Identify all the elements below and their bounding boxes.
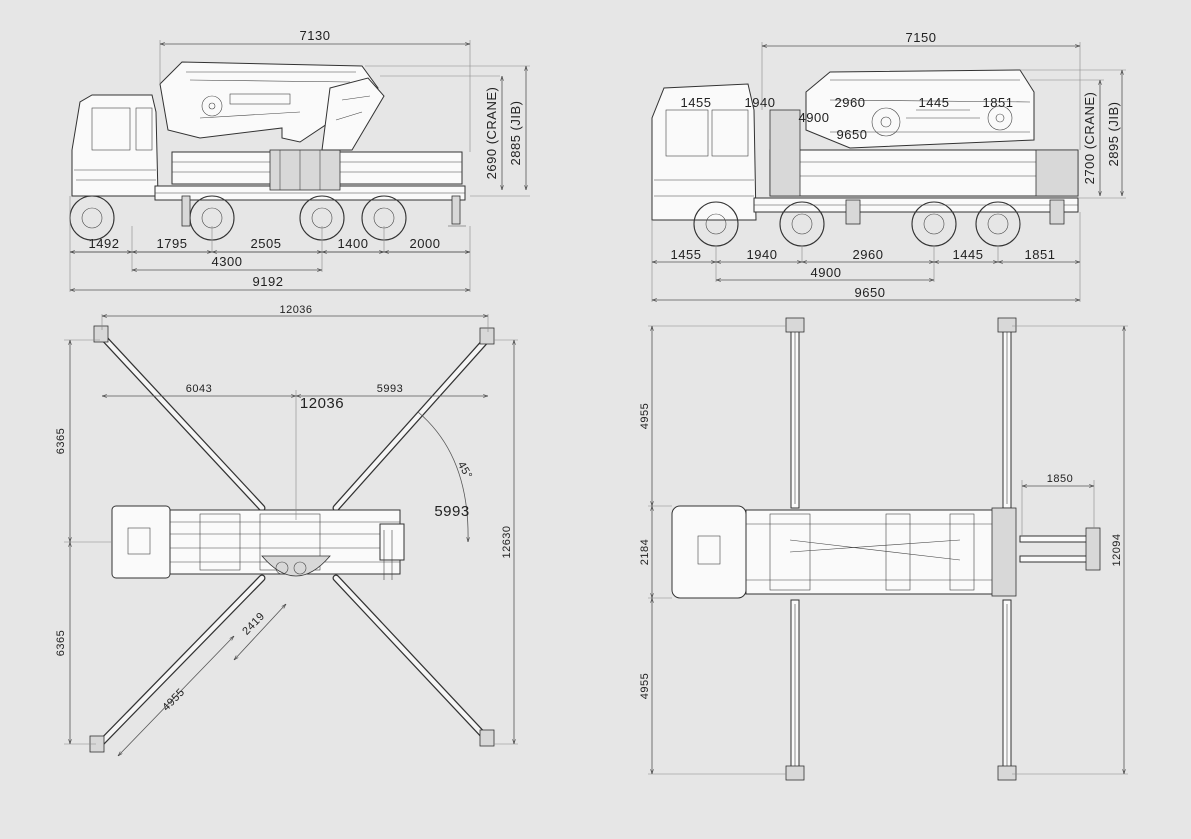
- dim-left-reach: 6043: [186, 383, 212, 395]
- truck-side-right-drawing: [651, 69, 1079, 247]
- dim-span-mid: 4300: [212, 254, 243, 269]
- angle-label: 45°: [455, 460, 474, 482]
- dim-height-jib: 2885 (JIB): [508, 101, 523, 166]
- dim-overall-bottom: 9192: [253, 274, 284, 289]
- truck-plan-left-drawing: [111, 505, 405, 580]
- dim-seg-right-2: 1940: [747, 247, 778, 262]
- dim-span-mid-right: 4900: [811, 265, 842, 280]
- dim-upper-height-right: 4955: [639, 403, 651, 429]
- dim-total-height: 12630: [501, 525, 513, 558]
- dim-right-reach: 5993: [377, 383, 403, 395]
- radius-label-5993: 5993: [434, 503, 469, 520]
- dim-seg-right-4: 1445: [953, 247, 984, 262]
- dim-mid-height-right: 2184: [639, 539, 651, 565]
- dim-lower-height-right: 4955: [639, 673, 651, 699]
- dim-seg-1: 1492: [89, 236, 120, 251]
- dim-overall-bottom-right: 9650: [855, 285, 886, 300]
- dim-leg-outer: 4955: [160, 686, 187, 713]
- dim-overall-top-right: 7150: [906, 30, 937, 45]
- dim-leg-inner: 2419: [240, 610, 267, 637]
- truck-side-left-drawing: [69, 61, 466, 241]
- dim-overall-top: 7130: [300, 28, 331, 43]
- dim-plan-top-width: 12036: [279, 304, 312, 316]
- inner-label-9650: 9650: [837, 127, 868, 142]
- dim-seg-right-5: 1851: [1025, 247, 1056, 262]
- dim-seg-2: 1795: [157, 236, 188, 251]
- side-view-left: 7130 2690 (CRANE) 2885 (JIB) 1492 1795 2…: [69, 28, 530, 292]
- plan-view-left: 12036 6043 5993 12036 45° 5993 6365 6365…: [55, 304, 518, 756]
- dim-seg-5: 2000: [410, 236, 441, 251]
- dim-total-height-right: 12094: [1111, 533, 1123, 566]
- inner-label-2960: 2960: [835, 95, 866, 110]
- dim-rear-offset: 1850: [1047, 473, 1073, 485]
- plan-view-right: 4955 2184 4955 12094 1850: [639, 317, 1128, 781]
- dim-seg-3: 2505: [251, 236, 282, 251]
- truck-plan-right-drawing: [671, 505, 1017, 599]
- dim-height-crane: 2690 (CRANE): [484, 87, 499, 180]
- dim-seg-right-3: 2960: [853, 247, 884, 262]
- inner-label-4900: 4900: [799, 110, 830, 125]
- dim-height-jib-right: 2895 (JIB): [1106, 102, 1121, 167]
- inner-label-1455: 1455: [681, 95, 712, 110]
- side-view-right: 1455 1940 2960 4900 9650 1445 1851 7150 …: [651, 30, 1126, 302]
- dim-seg-right-1: 1455: [671, 247, 702, 262]
- inner-label-1940: 1940: [745, 95, 776, 110]
- dim-seg-4: 1400: [338, 236, 369, 251]
- dim-height-crane-right: 2700 (CRANE): [1082, 92, 1097, 185]
- outrigger-legs-straight: [785, 317, 1101, 781]
- center-label-12036: 12036: [300, 395, 344, 412]
- dim-upper-height: 6365: [55, 428, 67, 454]
- dim-lower-height: 6365: [55, 630, 67, 656]
- inner-label-1851: 1851: [983, 95, 1014, 110]
- inner-label-1445: 1445: [919, 95, 950, 110]
